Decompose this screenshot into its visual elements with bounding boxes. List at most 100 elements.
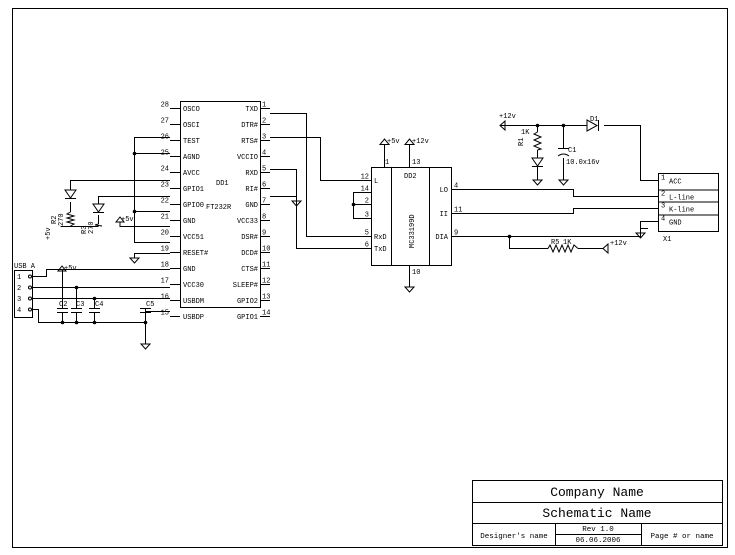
ft232r-pin-name: USBDM: [183, 298, 204, 306]
power-arrow-icon: [602, 242, 609, 255]
mc33199-top-pin-1: 1: [385, 159, 389, 167]
power-arrow-icon: [378, 138, 391, 145]
ground-icon: [290, 200, 303, 207]
ft232r-pin-name: RTS#: [241, 138, 258, 146]
ground-icon: [139, 343, 152, 350]
ft232r-pin-name: TEST: [183, 138, 200, 146]
mc33199-pin-number: 6: [365, 242, 369, 250]
label-12v-mc: +12v: [412, 138, 429, 146]
ft232r-pin-number: 12: [262, 278, 270, 286]
label-r3: R3: [81, 226, 89, 234]
label-r3-val: 270: [88, 221, 96, 234]
usb-ref: USB A: [14, 263, 36, 271]
ft232r-pin-name: DCD#: [241, 250, 258, 258]
connector-pin-number: 1: [661, 175, 665, 183]
ft232r-pin-number: 3: [262, 134, 266, 142]
ground-icon: [531, 179, 544, 186]
ft232r-pin-number: 2: [262, 118, 266, 126]
ft232r-pin-number: 11: [262, 262, 270, 270]
connector-pin-name: ACC: [669, 179, 682, 187]
usb-body: [14, 270, 33, 318]
ft232r-pin-name: GND: [245, 202, 258, 210]
ft232r-pin-number: 14: [262, 310, 270, 318]
label-5v-vcc51: +5v: [121, 216, 134, 224]
label-c2: C2: [59, 301, 67, 309]
connector-pin-number: 2: [661, 191, 665, 199]
ft232r-pin-name: DTR#: [241, 122, 258, 130]
label-5v-led: +5v: [45, 227, 53, 240]
ft232r-left-pins: 28OSCO27OSCI26TEST25AGND24AVCC23GPIO122G…: [161, 102, 209, 323]
ft232r-pin-name: RI#: [245, 186, 258, 194]
ft232r-pin-number: 10: [262, 246, 270, 254]
power-arrow-icon: [56, 265, 68, 272]
ft232r-pin-number: 6: [262, 182, 266, 190]
usb-pin-number: 2: [17, 285, 21, 293]
label-12v-top: +12v: [499, 113, 516, 121]
ft232r-pin-number: 18: [161, 262, 169, 270]
ft232r-chip: 28OSCO27OSCI26TEST25AGND24AVCC23GPIO122G…: [161, 101, 270, 323]
mc33199-bottom-pin: 10: [412, 269, 420, 277]
mc33199-body: [371, 167, 452, 266]
mc33199-pin-number: 5: [365, 230, 369, 238]
ft232r-pin-name: TXD: [245, 106, 258, 114]
ft232r-pin-name: RESET#: [183, 250, 208, 258]
ft232r-part: FT232R: [206, 204, 232, 212]
junctions: [60, 123, 566, 325]
ft232r-pin-number: 13: [262, 294, 270, 302]
c5-capacitor: [140, 308, 151, 313]
ft232r-pin-number: 24: [161, 166, 169, 174]
label-d1: D1: [590, 116, 598, 124]
mc33199-pin-number: 9: [454, 230, 458, 238]
usb-pin-icon: [28, 296, 32, 301]
ground-icon: [557, 179, 570, 186]
date: 06.06.2006: [575, 537, 621, 545]
label-r5: R5: [551, 239, 559, 247]
label-c1: C1: [568, 147, 576, 155]
passives: [57, 119, 599, 313]
wires: [33, 113, 648, 344]
mc33199-part: MC33199D: [409, 214, 417, 248]
ft232r-pin-name: GND: [183, 266, 196, 274]
power-arrow-icon: [499, 119, 506, 132]
mc33199-pin-number: 14: [361, 186, 369, 194]
label-r2: R2: [51, 216, 59, 224]
revision: Rev 1.0: [582, 526, 614, 534]
usb-pin-icon: [28, 285, 32, 290]
label-r2-val: 270: [58, 213, 66, 226]
c3-capacitor: [71, 308, 82, 313]
title-block: Company Name Schematic Name Designer's n…: [472, 480, 723, 546]
ft232r-pin-name: CTS#: [241, 266, 258, 274]
mc33199-pin-name: II: [440, 211, 448, 219]
ft232r-pin-number: 20: [161, 230, 169, 238]
connector-pin-name: K-line: [669, 207, 694, 215]
ft232r-pin-number: 15: [161, 310, 169, 318]
schematic-name: Schematic Name: [542, 506, 651, 521]
ft232r-pin-name: VCC30: [183, 282, 204, 290]
mc33199-top-pin-13: 13: [412, 159, 420, 167]
usb-pin-icon: [28, 274, 32, 279]
ft232r-pin-number: 16: [161, 294, 169, 302]
ft232r-pin-name: GND: [183, 218, 196, 226]
sheet-border: [12, 8, 728, 548]
ft232r-pin-name: GPIO2: [237, 298, 258, 306]
ft232r-pin-number: 23: [161, 182, 169, 190]
r1-resistor: [532, 131, 543, 151]
label-c3: C3: [76, 301, 84, 309]
label-r1: R1: [518, 138, 526, 146]
label-12v-r5: +12v: [610, 240, 627, 248]
mc33199-ref: DD2: [404, 173, 417, 181]
company-name: Company Name: [550, 485, 644, 500]
ft232r-pin-number: 19: [161, 246, 169, 254]
ft232r-pin-number: 8: [262, 214, 266, 222]
label-c4: C4: [95, 301, 103, 309]
ft232r-pin-name: USBDP: [183, 314, 204, 322]
r3-resistor: [94, 223, 103, 227]
ft232r-pin-name: GPIO1: [183, 186, 204, 194]
ground-icon: [634, 232, 647, 239]
ft232r-pin-number: 22: [161, 198, 169, 206]
mc33199-pin-name: DIA: [435, 234, 448, 242]
